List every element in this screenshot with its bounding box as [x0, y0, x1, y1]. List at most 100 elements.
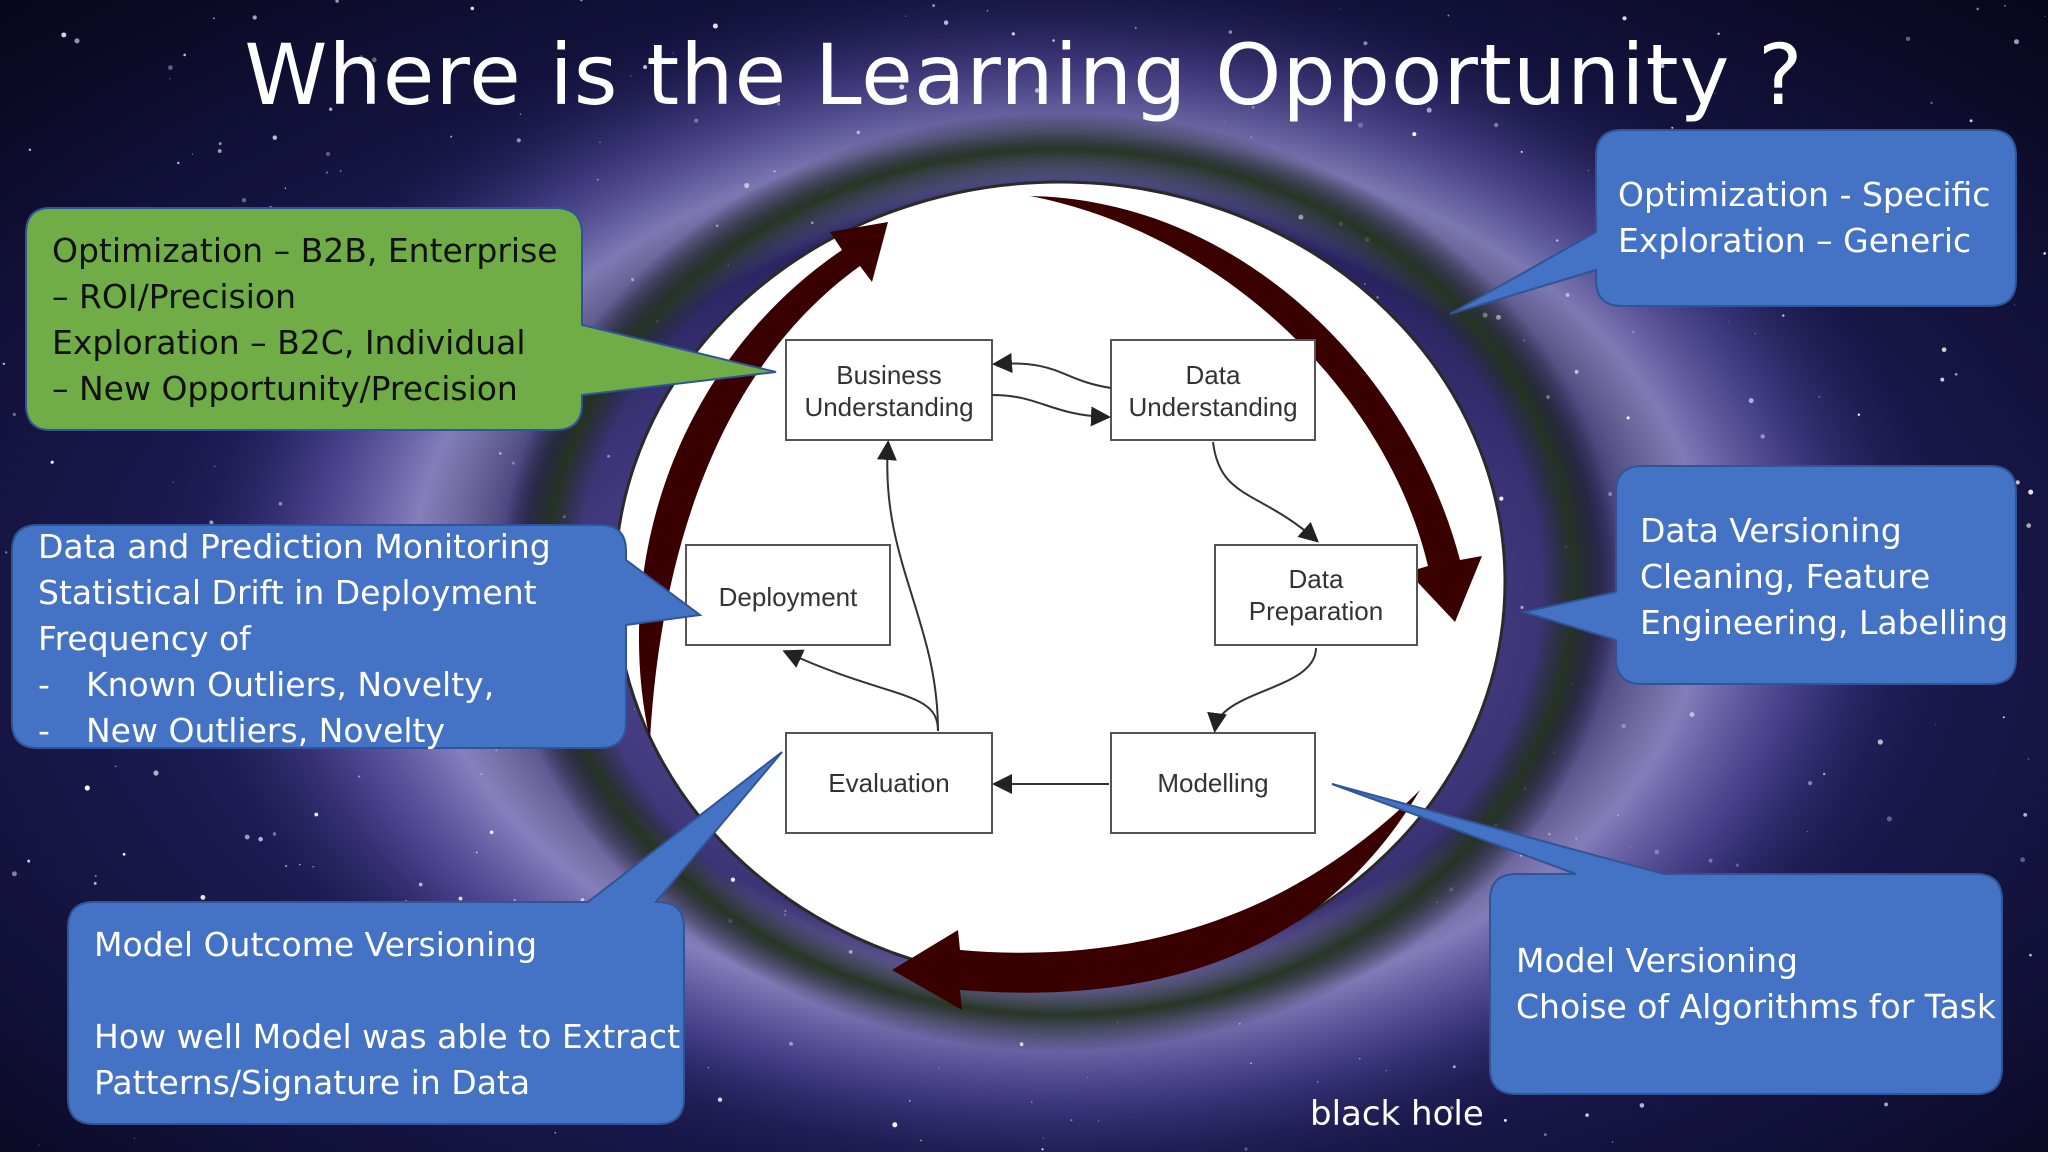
star [28, 148, 32, 151]
star [314, 812, 319, 817]
star [1748, 398, 1754, 404]
star [1041, 1148, 1044, 1151]
star [1520, 150, 1523, 153]
bullet-dash: - [38, 665, 50, 704]
star [2002, 716, 2005, 719]
callout-line: Exploration – Generic [1618, 221, 1972, 260]
star [312, 866, 314, 868]
star [272, 135, 278, 140]
callout-line: – New Opportunity/Precision [52, 369, 518, 408]
cycle-arrow-top-right [1030, 196, 1482, 622]
star [218, 142, 222, 146]
star [789, 1041, 794, 1046]
star [1823, 772, 1826, 776]
star [1556, 239, 1559, 242]
callout-line: Patterns/Signature in Data [94, 1063, 531, 1102]
star [1976, 7, 1980, 11]
star [1548, 832, 1551, 836]
star [325, 151, 331, 157]
star [200, 894, 206, 900]
node-deployment: Deployment [719, 582, 859, 612]
star [480, 773, 483, 775]
star [1348, 85, 1350, 87]
star [298, 863, 301, 866]
callout-line: Optimization - Specific [1618, 175, 1991, 214]
cycle-arrow-left [638, 222, 888, 740]
star [1935, 724, 1937, 726]
star [2028, 489, 2034, 495]
callout-line: – ROI/Precision [52, 277, 296, 316]
star [1070, 1119, 1073, 1122]
star [1244, 1147, 1248, 1151]
star [12, 412, 16, 417]
star [1717, 32, 1720, 35]
star [744, 182, 750, 189]
star [777, 102, 781, 106]
box-modelling [1110, 732, 1316, 834]
callout-monitoring: Data and Prediction Monitoring Statistic… [38, 524, 551, 754]
star [1728, 321, 1730, 323]
star [1818, 395, 1821, 398]
callout-data-versioning: Data Versioning Cleaning, Feature Engine… [1640, 508, 2008, 646]
star [986, 10, 989, 12]
star [339, 170, 342, 172]
star [213, 17, 215, 20]
callout-shape-optimization-specific [1449, 129, 2017, 315]
star [1626, 416, 1630, 420]
star [114, 765, 117, 768]
star [61, 32, 67, 38]
star [599, 141, 601, 144]
star [1426, 107, 1432, 113]
star [1575, 837, 1578, 840]
callout-list-item: - New Outliers, Novelty [38, 708, 551, 754]
star [1760, 434, 1765, 439]
star [499, 452, 502, 455]
star [630, 75, 632, 77]
star [2013, 39, 2020, 45]
star [172, 481, 174, 483]
callout-line: Statistical Drift in Deployment [38, 573, 537, 612]
star [1011, 32, 1015, 36]
star [418, 882, 423, 887]
star [1503, 1118, 1507, 1122]
callout-model-versioning: Model Versioning Choise of Algorithms fo… [1516, 938, 1996, 1030]
star [50, 460, 54, 464]
star [325, 171, 329, 174]
star [258, 836, 263, 842]
star [1754, 332, 1756, 335]
star [1010, 58, 1013, 62]
star [1097, 1120, 1100, 1122]
star [1622, 16, 1627, 21]
star [84, 785, 90, 791]
star [335, 0, 339, 3]
star [1587, 169, 1590, 172]
box-evaluation [785, 732, 993, 834]
star [2, 362, 5, 365]
star [892, 1122, 898, 1128]
star [1632, 331, 1634, 333]
star [672, 52, 674, 54]
star [1565, 293, 1570, 297]
star [489, 830, 494, 835]
star [1782, 314, 1785, 317]
node-business-line1: Business [836, 360, 942, 390]
callout-model-outcome: Model Outcome Versioning How well Model … [94, 922, 680, 1106]
star [94, 874, 97, 877]
star [183, 53, 187, 57]
star [1941, 347, 1947, 353]
star [1639, 1103, 1645, 1108]
callout-line: Choise of Algorithms for Task [1516, 987, 1996, 1026]
star [2026, 523, 2032, 528]
star [516, 138, 521, 143]
star [1250, 136, 1253, 139]
star [244, 834, 250, 840]
caption-black-hole: black hole [1310, 1094, 1484, 1134]
star [38, 1144, 40, 1146]
star [1357, 122, 1364, 128]
star [580, 898, 585, 902]
star [284, 864, 288, 868]
box-data-preparation [1214, 544, 1418, 646]
star [168, 77, 171, 80]
star [1689, 712, 1695, 718]
star [643, 65, 648, 70]
